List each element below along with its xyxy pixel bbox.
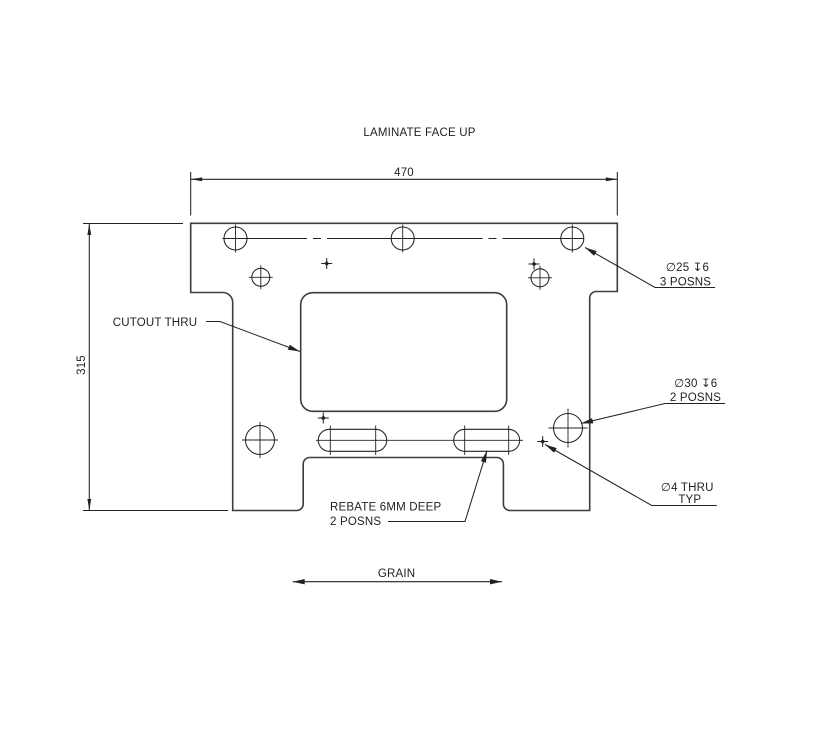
hole-d4-position-crosses: [317, 257, 549, 448]
hole-small-left: [248, 265, 273, 290]
dim-arrow-bottom: [87, 499, 92, 511]
d30-spec-label: ∅30 ↧6: [674, 378, 717, 390]
dimension-width-470: 470: [190, 167, 618, 216]
d4-cross-top-right: [528, 258, 540, 270]
grain-direction: GRAIN: [292, 568, 502, 585]
hole-d30-right: [548, 408, 588, 448]
cutout-thru-label: CUTOUT THRU: [113, 317, 198, 329]
rebate-posns-label: 2 POSNS: [330, 516, 381, 528]
d4-cross-bottom-left: [317, 412, 330, 424]
dim-470-value: 470: [394, 167, 414, 179]
grain-arrow-left: [292, 579, 305, 585]
dimension-height-315: 315: [76, 222, 228, 512]
d4-cross-top-left: [320, 257, 333, 270]
dim-arrow-left: [190, 177, 203, 182]
leader-arrow: [287, 344, 301, 355]
leader-arrow: [543, 442, 557, 453]
dim-arrow-right: [605, 177, 618, 182]
d4-spec-label: ∅4 THRU: [661, 482, 714, 494]
callout-cutout-thru: CUTOUT THRU: [113, 317, 301, 355]
callout-hole-d30: ∅30 ↧6 2 POSNS: [580, 378, 725, 427]
hole-small-right: [528, 265, 552, 290]
d25-spec-label: ∅25 ↧6: [666, 262, 709, 274]
grain-arrow-right: [490, 579, 502, 585]
dim-arrow-top: [87, 223, 92, 235]
dim-315-value: 315: [76, 355, 88, 375]
d30-posns-label: 2 POSNS: [670, 392, 721, 404]
hole-d30-left: [242, 422, 278, 458]
callout-hole-d4: ∅4 THRU TYP: [543, 442, 717, 507]
grain-label: GRAIN: [378, 568, 415, 580]
rebate-slot-left: [317, 428, 388, 452]
hole-d25-group: [222, 224, 585, 253]
rebate-slots: [316, 425, 523, 455]
cutout-thru-opening: [299, 291, 508, 413]
leader-arrow: [583, 245, 597, 256]
part-outline: [189, 222, 619, 512]
d4-typ-label: TYP: [678, 494, 701, 506]
callout-hole-d25: ∅25 ↧6 3 POSNS: [583, 245, 715, 289]
drawing-title: LAMINATE FACE UP: [363, 127, 475, 139]
callout-rebate: REBATE 6MM DEEP 2 POSNS: [330, 449, 490, 528]
d25-posns-label: 3 POSNS: [660, 277, 711, 289]
rebate-label: REBATE 6MM DEEP: [330, 502, 442, 514]
